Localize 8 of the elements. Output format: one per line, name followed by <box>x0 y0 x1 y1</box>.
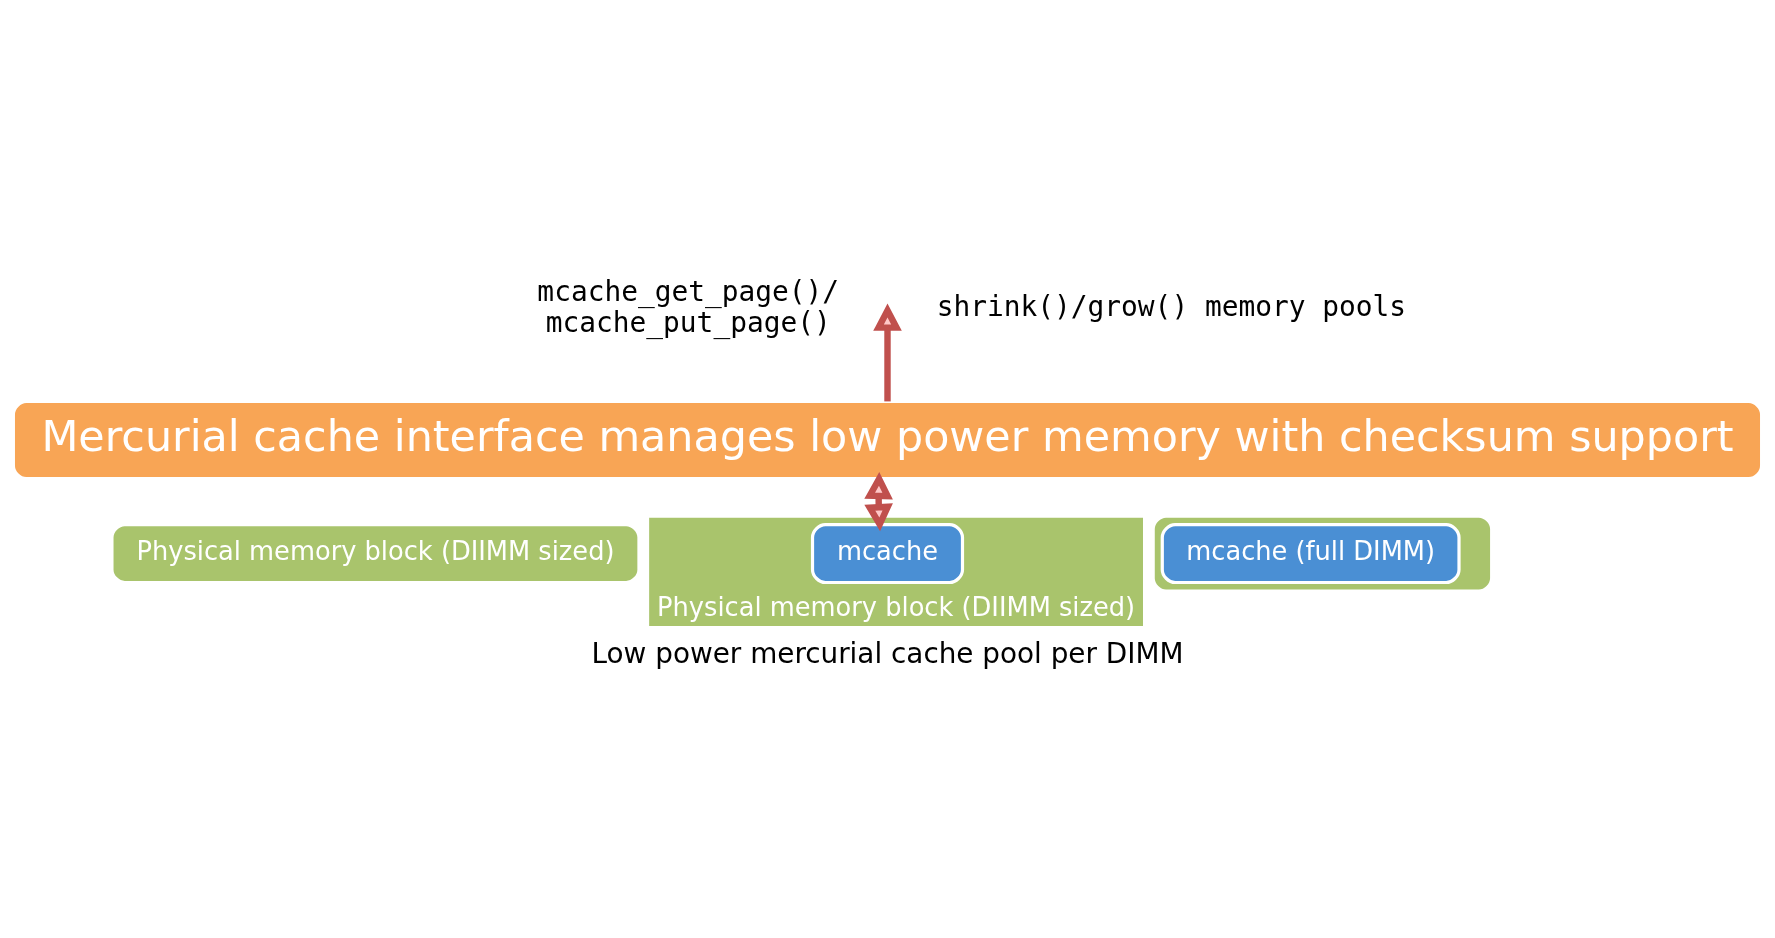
caption: Low power mercurial cache pool per DIMM <box>591 636 1184 670</box>
label: mcache_get_page()/ mcache_put_page() <box>537 274 840 339</box>
node-box: mcache <box>810 522 965 584</box>
cluster <box>1151 514 1494 593</box>
node-box: mcache (full DIMM) <box>1160 522 1461 584</box>
arrow <box>864 471 893 531</box>
label: shrink()/grow() memory pools <box>936 289 1407 323</box>
arrow <box>873 303 902 401</box>
